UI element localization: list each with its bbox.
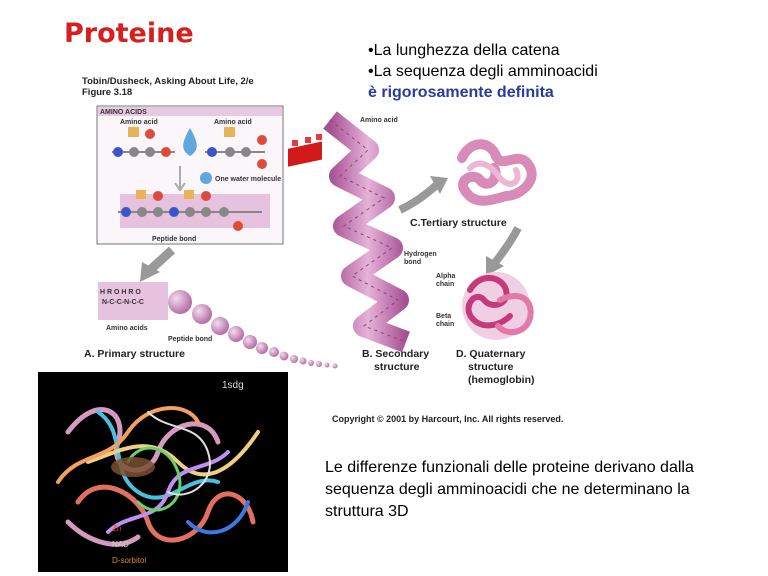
bullet-chain-length: •La lunghezza della catena xyxy=(368,42,560,59)
tertiary-label: C.Tertiary structure xyxy=(410,217,507,229)
bullet-list: •La lunghezza della catena •La sequenza … xyxy=(368,40,598,103)
legend-d-sorbitol: D-sorbitol xyxy=(112,556,147,565)
peptide-bond-label-box: Peptide bond xyxy=(152,236,196,243)
peptide-bond-label: Peptide bond xyxy=(168,336,212,343)
bullet-sequence: •La sequenza degli amminoacidi xyxy=(368,63,598,80)
primary-structure: H R O H R O N-C-C-N-C-C Amino acids Pept… xyxy=(84,282,338,369)
ribbon-render xyxy=(56,406,260,547)
credit-source: Tobin/Dusheck, Asking About Life, 2/e xyxy=(82,76,254,87)
copyright-notice: Copyright © 2001 by Harcourt, Inc. All r… xyxy=(332,414,564,424)
svg-text:H R O H R O: H R O H R O xyxy=(100,289,141,296)
alpha-chain-label-1: Alpha xyxy=(436,273,456,280)
secondary-label-1: B. Secondary xyxy=(362,348,429,360)
hydrogen-bond-label-1: Hydrogen xyxy=(404,251,437,258)
legend-nad: NAD xyxy=(112,540,129,549)
credit-figure-number: Figure 3.18 xyxy=(82,87,133,98)
conclusion-text: Le differenze funzionali delle proteine … xyxy=(325,459,694,520)
amino-acids-box: AMINO ACIDS Amino acid Amino acid One wa… xyxy=(96,105,284,245)
figure-credit: Tobin/Dusheck, Asking About Life, 2/e Fi… xyxy=(82,76,254,98)
secondary-label-2: structure xyxy=(374,361,420,373)
secondary-structure-helix: Amino acid Hydrogen bond B. Secondary st… xyxy=(323,111,437,373)
alpha-chain-label-2: chain xyxy=(436,281,454,288)
amino-acid-label-right: Amino acid xyxy=(214,119,252,126)
slide-title: Proteine xyxy=(64,18,194,49)
svg-text:N-C-C-N-C-C: N-C-C-N-C-C xyxy=(102,299,144,306)
quaternary-structure: Alpha chain Beta chain D. Quaternary str… xyxy=(436,272,535,386)
protein-render-image: Zn NAD D-sorbitol xyxy=(38,372,288,572)
beta-chain-label-2: chain xyxy=(436,321,454,328)
water-molecule-label: One water molecule xyxy=(215,176,281,183)
beta-chain-label-1: Beta xyxy=(436,313,451,320)
svg-text:Amino acid: Amino acid xyxy=(360,117,398,124)
bullet-highlight: è rigorosamente definita xyxy=(368,84,554,101)
quaternary-label-1: D. Quaternary xyxy=(456,348,526,360)
quaternary-label-2: structure xyxy=(468,361,514,373)
amino-acid-label-left: Amino acid xyxy=(120,119,158,126)
quaternary-label-3: (hemoglobin) xyxy=(468,374,535,386)
amino-acid-block xyxy=(288,134,322,167)
pdb-id-label: 1sdg xyxy=(222,380,244,391)
legend-zn: Zn xyxy=(112,524,122,533)
amino-acids-header: AMINO ACIDS xyxy=(100,109,147,116)
primary-structure-label: A. Primary structure xyxy=(84,348,185,360)
tertiary-structure: C.Tertiary structure xyxy=(410,139,537,229)
hydrogen-bond-label-2: bond xyxy=(404,259,421,266)
amino-acids-label: Amino acids xyxy=(106,325,148,332)
